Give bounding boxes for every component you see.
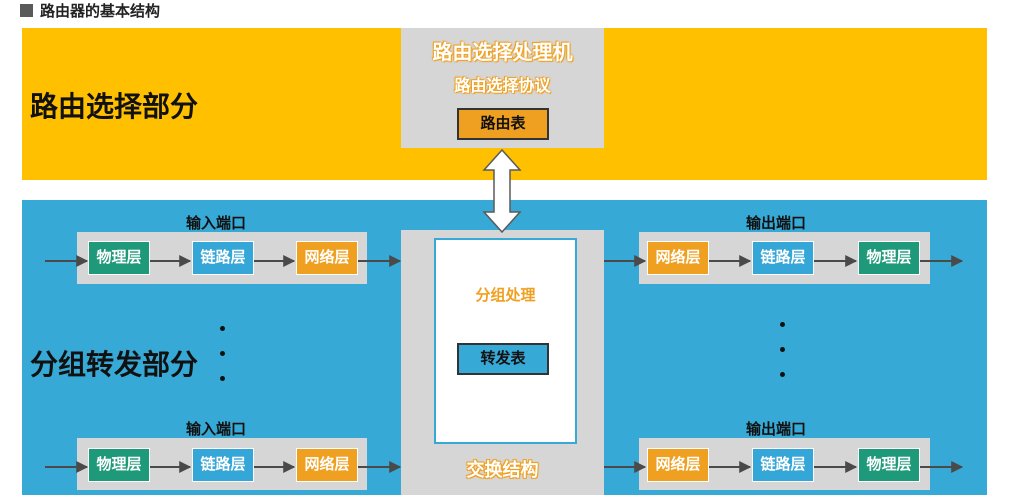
input-bottom-link-layer: 链路层 xyxy=(192,448,254,482)
input-bottom-network-layer: 网络层 xyxy=(296,448,358,482)
routing-protocol-label: 路由选择协议 xyxy=(454,76,551,95)
output-top-network-layer: 网络层 xyxy=(647,241,709,275)
ellipsis-dot xyxy=(220,326,225,331)
routing-processor-title: 路由选择处理机 xyxy=(432,40,573,64)
switch-fabric-label: 交换结构 xyxy=(466,460,539,481)
forwarding-section-label: 分组转发部分 xyxy=(30,348,199,381)
output-port-label-top: 输出端口 xyxy=(746,214,807,232)
input-top-network-layer: 网络层 xyxy=(296,241,358,275)
routing-table-box: 路由表 xyxy=(457,108,549,140)
input-port-label-bottom: 输入端口 xyxy=(186,420,247,438)
title-square-icon xyxy=(20,4,33,17)
input-top-physical-layer: 物理层 xyxy=(88,241,150,275)
output-bottom-link-layer: 链路层 xyxy=(752,448,814,482)
output-port-label-bottom: 输出端口 xyxy=(746,420,807,438)
ellipsis-dot xyxy=(780,372,785,377)
packet-processing-label: 分组处理 xyxy=(475,286,536,304)
output-top-physical-layer: 物理层 xyxy=(858,241,920,275)
page-title: 路由器的基本结构 xyxy=(40,2,161,20)
output-bottom-physical-layer: 物理层 xyxy=(858,448,920,482)
packet-processing-panel xyxy=(434,238,577,444)
input-bottom-physical-layer: 物理层 xyxy=(88,448,150,482)
ellipsis-dot xyxy=(780,347,785,352)
output-bottom-network-layer: 网络层 xyxy=(647,448,709,482)
input-port-label-top: 输入端口 xyxy=(186,214,247,232)
ellipsis-dot xyxy=(220,376,225,381)
output-top-link-layer: 链路层 xyxy=(752,241,814,275)
bidirectional-arrow-icon xyxy=(482,148,522,234)
forwarding-table-box: 转发表 xyxy=(457,343,549,375)
ellipsis-dot xyxy=(220,351,225,356)
routing-section-label: 路由选择部分 xyxy=(30,90,199,123)
input-top-link-layer: 链路层 xyxy=(192,241,254,275)
ellipsis-dot xyxy=(780,322,785,327)
